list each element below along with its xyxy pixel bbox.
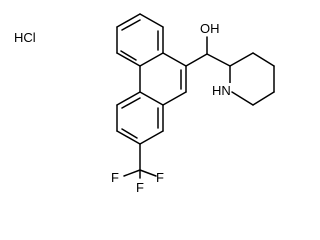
- hydroxyl-label: OH: [200, 21, 220, 36]
- amine-label: HN: [212, 83, 231, 98]
- fluorine-label: F: [111, 170, 119, 185]
- bond: [116, 13, 141, 28]
- bond: [139, 91, 164, 106]
- bond: [252, 91, 275, 106]
- bond: [139, 13, 164, 28]
- bond-double-inner: [120, 50, 137, 61]
- bond-ring-carbinol: [185, 53, 208, 67]
- salt-label: HCl: [14, 30, 36, 45]
- bond: [116, 130, 141, 145]
- bond: [252, 52, 275, 67]
- atom-labels: HCl OH HN F F F: [14, 21, 231, 195]
- fluorine-label: F: [156, 170, 164, 185]
- amine-label-background: [211, 83, 231, 98]
- bond: [116, 91, 141, 106]
- bond: [162, 91, 187, 106]
- bond: [116, 52, 141, 67]
- bond: [229, 52, 254, 67]
- chemical-structure-diagram: HCl OH HN F F F: [14, 13, 275, 195]
- bond: [231, 91, 254, 106]
- bond: [139, 52, 164, 67]
- bond-double-inner: [121, 19, 141, 31]
- bond: [162, 52, 187, 67]
- fluorine-label: F: [136, 180, 144, 195]
- bond-carbinol-piperidine: [206, 53, 231, 67]
- bond-c-f: [139, 169, 157, 177]
- bond: [139, 130, 164, 145]
- bond-double-inner: [121, 128, 138, 139]
- bond-lines: [116, 13, 275, 179]
- bond-double-inner: [121, 97, 141, 109]
- bond-c-f: [123, 169, 141, 177]
